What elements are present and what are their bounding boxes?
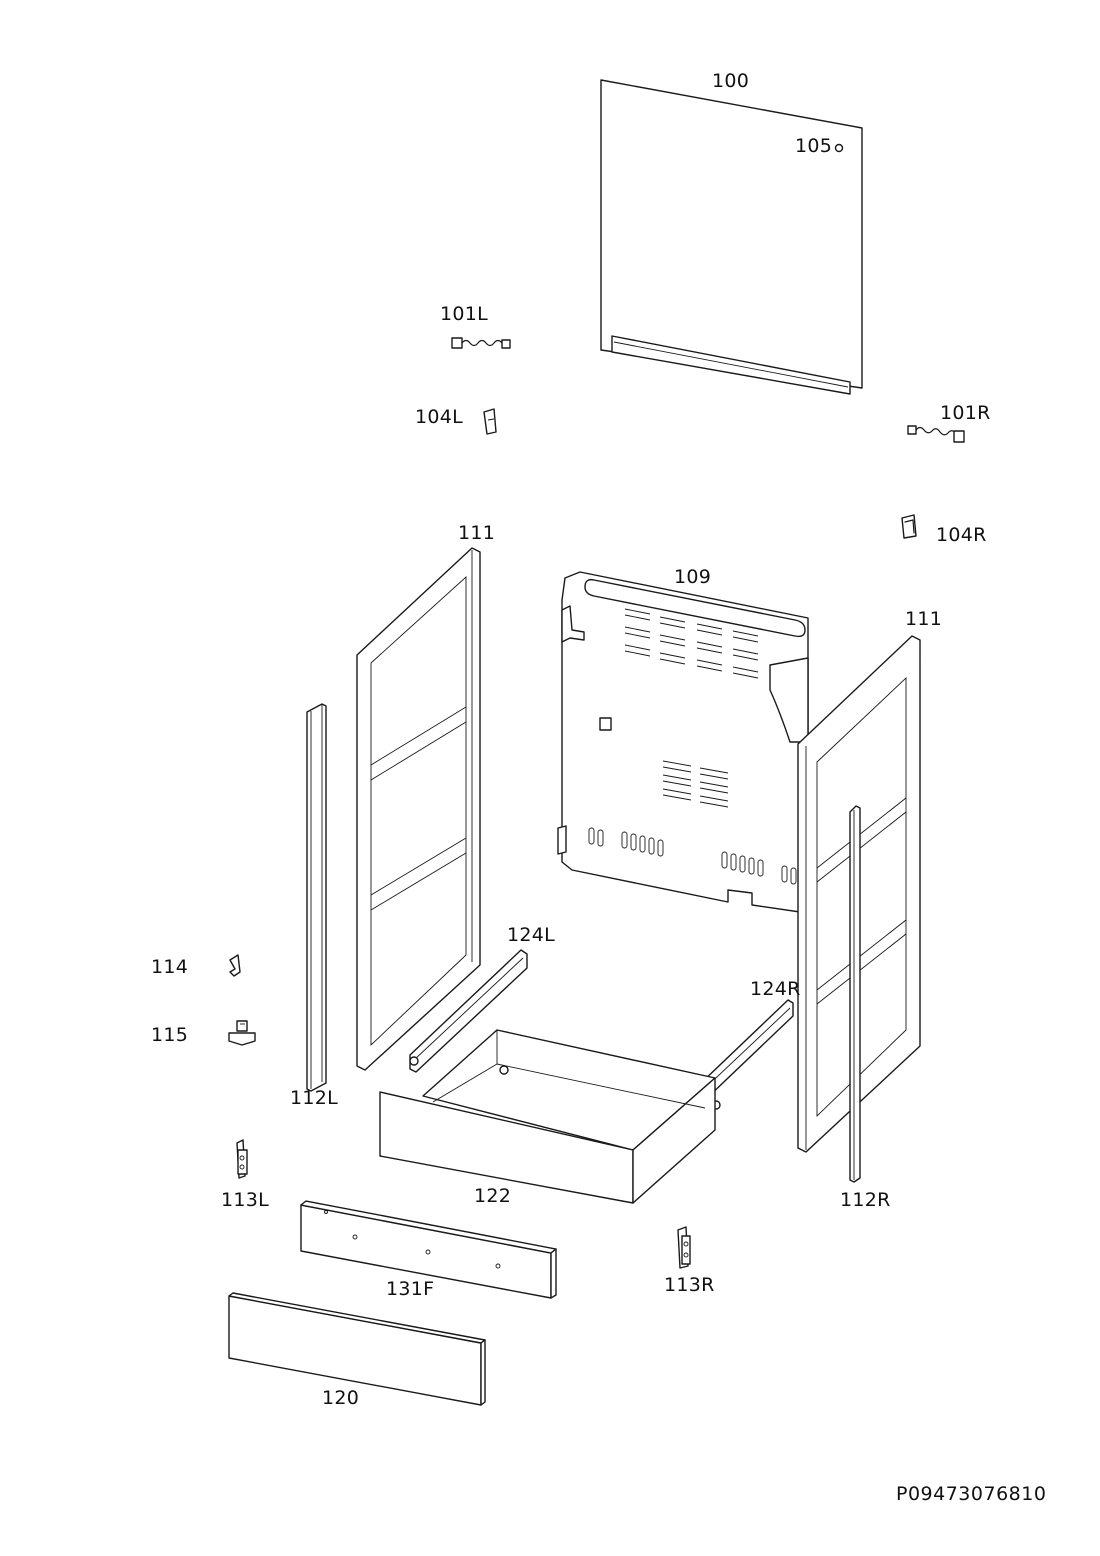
part-label-115: 115 <box>151 1024 189 1046</box>
part-label-113L: 113L <box>221 1189 270 1211</box>
part-label-101R: 101R <box>940 402 991 424</box>
part-104L-clip <box>483 408 497 435</box>
document-number: P09473076810 <box>896 1483 1047 1505</box>
part-111-left-side-panel <box>356 547 481 1071</box>
part-label-124R: 124R <box>750 978 801 1000</box>
part-131F-front-frame-plate <box>300 1200 557 1299</box>
part-104R-clip <box>901 514 917 539</box>
part-label-112R: 112R <box>840 1189 891 1211</box>
part-label-122: 122 <box>474 1185 512 1207</box>
part-label-104L: 104L <box>415 406 464 428</box>
part-label-131F: 131F <box>386 1278 435 1300</box>
part-101L-hinge-spring <box>451 337 511 349</box>
part-109-upper-vents <box>624 608 759 679</box>
part-100-back-cover-panel <box>600 79 863 395</box>
part-113R-hinge-bracket <box>677 1226 691 1269</box>
part-112L-vertical-strip <box>306 703 327 1092</box>
part-label-104R: 104R <box>936 524 987 546</box>
part-label-111-left: 111 <box>458 522 496 544</box>
part-label-114: 114 <box>151 956 189 978</box>
part-label-101L: 101L <box>440 303 489 325</box>
part-115-adjustable-foot <box>228 1020 256 1046</box>
part-109-back-panel <box>557 571 809 913</box>
part-label-124L: 124L <box>507 924 556 946</box>
part-113L-hinge-bracket <box>236 1139 248 1179</box>
part-109-lower-slots <box>588 827 797 885</box>
part-112R-vertical-strip <box>849 805 861 1183</box>
part-label-105: 105 <box>795 135 833 157</box>
part-label-120: 120 <box>322 1387 360 1409</box>
part-label-109: 109 <box>674 566 712 588</box>
part-label-113R: 113R <box>664 1274 715 1296</box>
part-label-111-right: 111 <box>905 608 943 630</box>
part-105-screw-hole <box>834 143 844 153</box>
part-124L-drawer-runner <box>409 949 528 1073</box>
part-114-clip <box>229 954 241 977</box>
part-101R-hinge-spring <box>907 425 965 443</box>
part-label-100: 100 <box>712 70 750 92</box>
part-120-front-panel <box>228 1292 486 1406</box>
part-122-drawer <box>379 1029 716 1204</box>
part-label-112L: 112L <box>290 1087 339 1109</box>
part-109-middle-vents <box>662 760 729 808</box>
